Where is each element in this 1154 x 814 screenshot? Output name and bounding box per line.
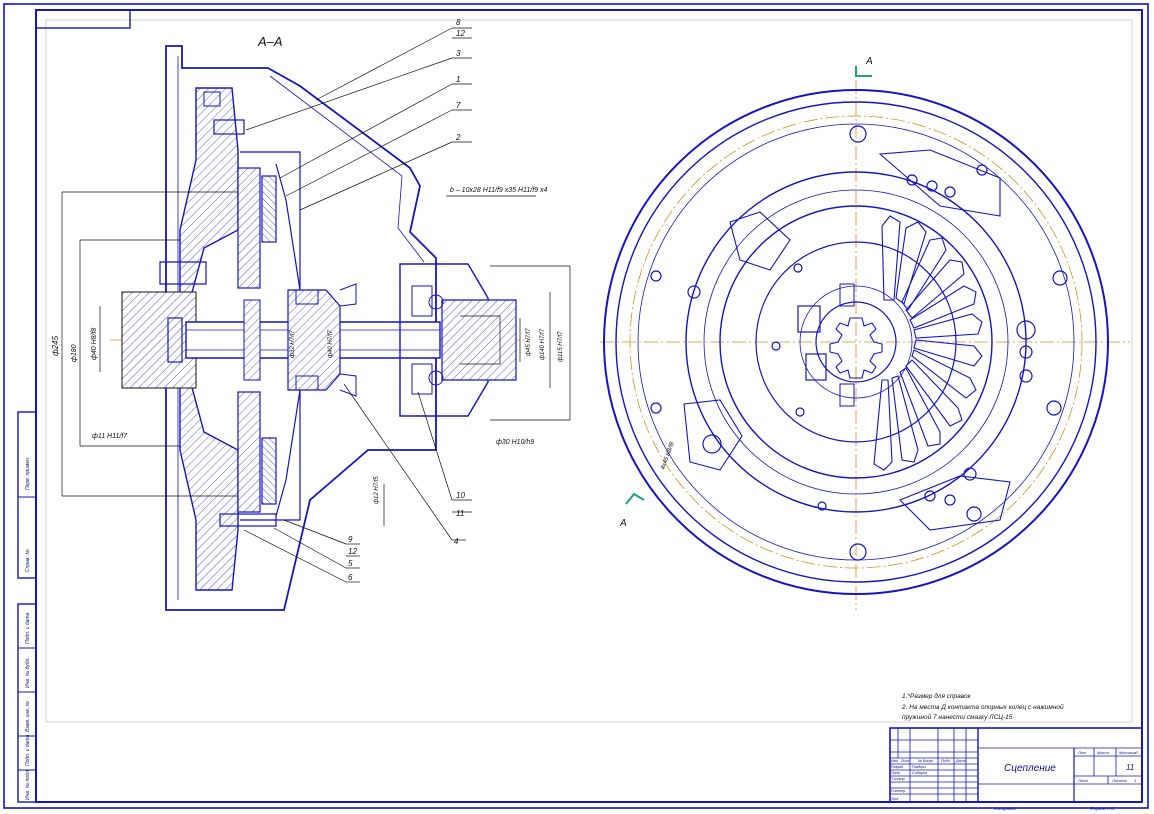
bell-housing <box>165 45 437 611</box>
leader-9: 9 <box>348 535 353 544</box>
drawing-name: Сцепление <box>1004 763 1056 774</box>
side-strip-label-6: Инв. № подл. <box>25 769 31 800</box>
leader-7: 7 <box>456 101 461 110</box>
sheet-number: 11 <box>1126 763 1134 772</box>
header-scale: Масштаб <box>1119 750 1138 755</box>
front-view: А А 4х45 Н8/f8 <box>600 56 1130 610</box>
dim-d1: ф245 <box>51 335 60 356</box>
dim-d9: ф140 Н7/f7 <box>540 328 546 360</box>
leader-12b: 12 <box>348 547 357 556</box>
notes: 1.*Размер для справок 2. На места Д конт… <box>901 692 1064 721</box>
name-0: Гладких <box>912 765 927 769</box>
col-list: Лист <box>900 759 910 763</box>
col-izm: Изм <box>891 759 898 763</box>
dim-d11: ф12 Н7/f5 <box>374 476 380 504</box>
leader-12a: 12 <box>456 29 465 38</box>
leader-8: 8 <box>456 18 461 27</box>
side-strip-label-0: Перв. примен. <box>25 457 31 490</box>
flywheel-rim <box>603 89 1109 595</box>
pressure-plate-outer <box>685 171 1027 513</box>
sheets-count: 1 <box>1134 778 1136 783</box>
dim-d10: ф30 Н10/h9 <box>496 439 534 446</box>
leader-3: 3 <box>456 49 461 58</box>
mounting-holes <box>650 125 1068 561</box>
side-strip-label-4: Взам. инв. № <box>25 700 31 732</box>
side-strip: Перв. примен. Справ. № Подп. и дата Инв.… <box>17 411 37 803</box>
header-lit: Лит <box>1077 750 1087 755</box>
copied-label: Копировал <box>994 806 1017 811</box>
role-1: Пров. <box>891 771 900 775</box>
leader-11: 11 <box>456 509 464 518</box>
dim-d6: ф40 Н7/f7 <box>328 330 334 358</box>
leader-1: 1 <box>456 75 460 84</box>
leader-6: 6 <box>348 573 353 582</box>
side-strip-label-3: Инв. № дубл. <box>25 657 31 688</box>
header-mass: Масса <box>1097 750 1110 755</box>
side-strip-label-1: Справ. № <box>25 549 31 572</box>
dim-spline: b – 10х28 Н11/f9 х35 Н11/f9 х4 <box>450 187 548 194</box>
dim-d4: ф180 <box>71 344 78 362</box>
cut-mark-top: А <box>865 56 873 67</box>
note-2: пружиной 7 нанести смазку ЛСЦ-15 <box>902 713 1013 721</box>
role-3: Н.контр. <box>891 789 906 793</box>
format-label: Формат А1 <box>1090 806 1115 811</box>
sheets-label: Листов <box>1111 778 1127 783</box>
leader-2: 2 <box>455 133 461 142</box>
sheet-label: Лист <box>1077 778 1089 783</box>
col-date: Дата <box>955 759 965 763</box>
side-strip-label-5: Подп. и дата <box>25 734 31 766</box>
side-strip-label-2: Подп. и дата <box>25 612 31 644</box>
section-label: А–А <box>257 34 283 49</box>
note-1: 2. На места Д контакта опорных колец с н… <box>901 703 1064 711</box>
dim-d5: ф32 Н7/f7 <box>290 330 296 358</box>
dim-d12: 4х45 Н8/f8 <box>660 441 676 471</box>
dim-d7: ф45 Н7/f7 <box>526 328 532 356</box>
role-0: Разраб. <box>891 765 904 769</box>
hub-spline <box>815 301 897 383</box>
leader-5: 5 <box>348 559 353 568</box>
dim-d2: ф40 Н8/f8 <box>91 328 98 360</box>
dim-d3: ф11 Н11/f7 <box>92 433 128 440</box>
role-4: Утв. <box>891 797 899 801</box>
role-2: Т.контр. <box>891 777 906 781</box>
col-doc: № докум. <box>918 759 934 763</box>
leader-10: 10 <box>456 491 465 500</box>
diaphragm-fingers <box>873 215 983 471</box>
leaders: 8 12 3 1 7 2 10 11 4 9 12 <box>243 18 472 583</box>
title-block: Изм Лист № докум. Подп. Дата Разраб. Про… <box>889 727 1143 811</box>
note-0: 1.*Размер для справок <box>902 692 972 700</box>
name-1: Сидоров <box>912 771 927 775</box>
hub-flange <box>755 241 957 443</box>
dim-d8: ф115 Н7/f7 <box>558 331 564 362</box>
leader-4: 4 <box>454 537 459 546</box>
cut-mark-bottom: А <box>619 518 627 529</box>
section-view: А–А ф245 ф40 Н8/f8 ф11 Н11/f7 ф180 ф32 Н… <box>51 18 571 611</box>
col-sign: Подп. <box>941 759 951 763</box>
sheet-frame <box>3 3 1149 809</box>
